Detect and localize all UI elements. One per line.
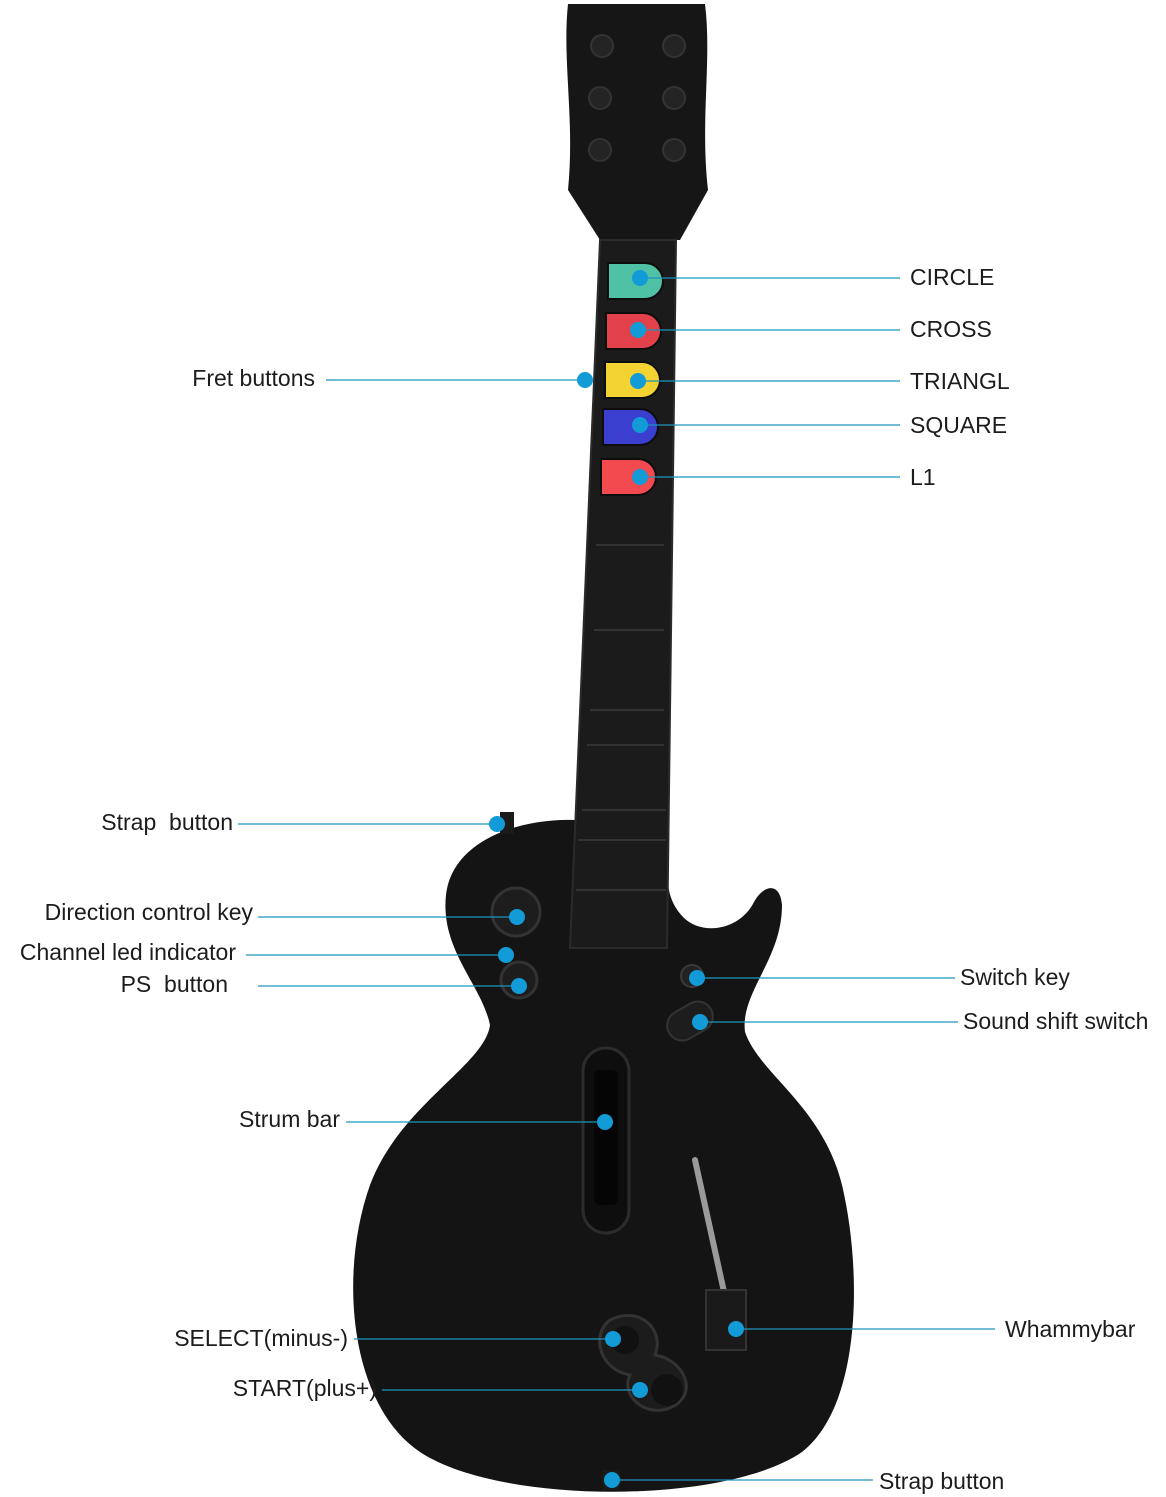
label-strum-bar: Strum bar — [239, 1106, 340, 1132]
tuning-pegs — [588, 34, 686, 162]
label-circle: CIRCLE — [910, 264, 994, 290]
whammy-bar[interactable] — [692, 1157, 731, 1313]
fret-button-orange[interactable] — [600, 458, 657, 496]
sound-shift-switch[interactable] — [662, 996, 719, 1046]
whammy-base — [705, 1289, 747, 1351]
fret-button-blue[interactable] — [602, 408, 659, 446]
fret-lines — [576, 544, 666, 891]
label-cross: CROSS — [910, 316, 992, 342]
strum-bar-inner — [594, 1070, 618, 1205]
label-select: SELECT(minus-) — [174, 1325, 348, 1351]
label-whammy-bar: Whammybar — [1005, 1316, 1136, 1342]
label-start: START(plus+) — [233, 1375, 377, 1401]
label-square: SQUARE — [910, 412, 1007, 438]
label-triangle: TRIANGL — [910, 368, 1010, 394]
start-button[interactable] — [651, 1374, 683, 1406]
label-sound-shift: Sound shift switch — [963, 1008, 1148, 1034]
label-direction-key: Direction control key — [45, 899, 254, 925]
label-fret-buttons: Fret buttons — [192, 365, 315, 391]
label-strap-button-top: Strap button — [101, 809, 233, 835]
headstock — [566, 4, 708, 240]
label-strap-button-bottom: Strap button — [879, 1468, 1004, 1494]
callout-lines — [238, 277, 995, 1481]
label-channel-led: Channel led indicator — [20, 939, 236, 965]
callout-dots — [489, 270, 744, 1488]
label-l1: L1 — [910, 464, 936, 490]
label-ps-button: PS button — [121, 971, 228, 997]
label-switch-key: Switch key — [960, 964, 1070, 990]
